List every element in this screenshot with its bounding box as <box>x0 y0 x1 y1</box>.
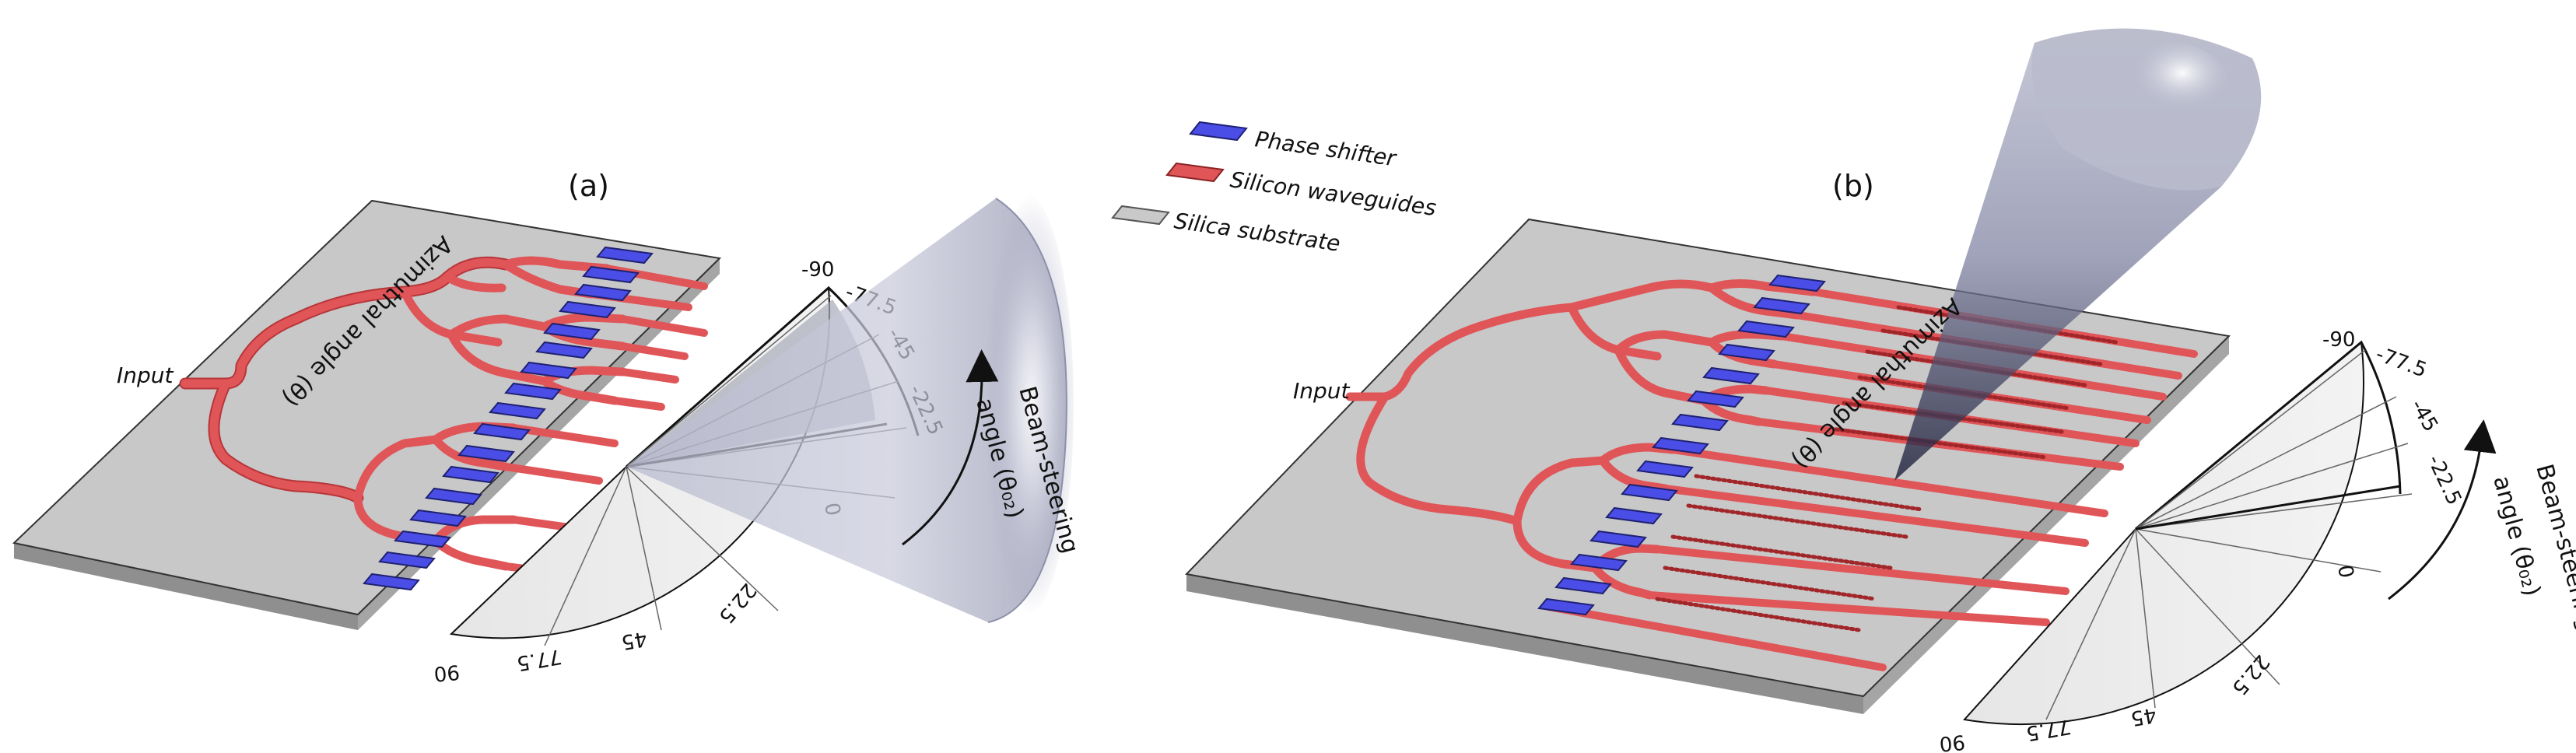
beam-label-b-line1: Beam-steering <box>2530 461 2576 634</box>
tick-b-neg22: -22.5 <box>2423 451 2466 509</box>
input-label-a: Input <box>117 362 174 388</box>
steering-arrow-b <box>2388 419 2497 601</box>
input-waveguide-b <box>1345 279 1716 401</box>
panel-b-label: (b) <box>1832 169 1874 203</box>
beam-cone-b <box>1894 28 2262 481</box>
silicon-waveguides-a <box>179 256 708 578</box>
svg-text:Silicon waveguides: Silicon waveguides <box>1228 166 1438 221</box>
steering-arrow-a <box>902 349 999 546</box>
beam-cone-a <box>626 194 1074 623</box>
input-label-b: Input <box>1293 378 1351 404</box>
legend-item-silica-substrate: Silica substrate <box>1111 205 1342 257</box>
tick-a-77: 77.5 <box>515 644 563 675</box>
phase-shifters-b <box>1537 274 1826 616</box>
tick-b-22: 22.5 <box>2227 650 2273 700</box>
tick-b-45: 45 <box>2129 702 2158 730</box>
tick-b-neg77: -77.5 <box>2373 342 2430 382</box>
legend: Phase shifter Silicon waveguides Silica … <box>1111 121 1438 257</box>
legend-item-phase-shifter: Phase shifter <box>1189 121 1399 171</box>
tick-b-0: 0 <box>2332 563 2357 580</box>
input-waveguide-a <box>180 257 510 388</box>
tick-b-neg90: -90 <box>2322 328 2355 352</box>
tick-b-neg45: -45 <box>2406 396 2442 436</box>
panel-a: (a) <box>12 169 1084 685</box>
panel-a-label: (a) <box>568 169 609 203</box>
panel-b: (b) <box>1184 28 2576 753</box>
tick-a-neg90: -90 <box>801 258 834 282</box>
tick-a-22: 22.5 <box>713 579 760 629</box>
tick-a-90: 90 <box>433 660 461 685</box>
tick-a-45: 45 <box>619 626 649 653</box>
svg-text:Phase shifter: Phase shifter <box>1253 126 1398 171</box>
phase-shifters-a <box>363 246 654 591</box>
tick-b-90: 90 <box>1938 730 1966 753</box>
svg-text:Silica substrate: Silica substrate <box>1172 208 1342 257</box>
